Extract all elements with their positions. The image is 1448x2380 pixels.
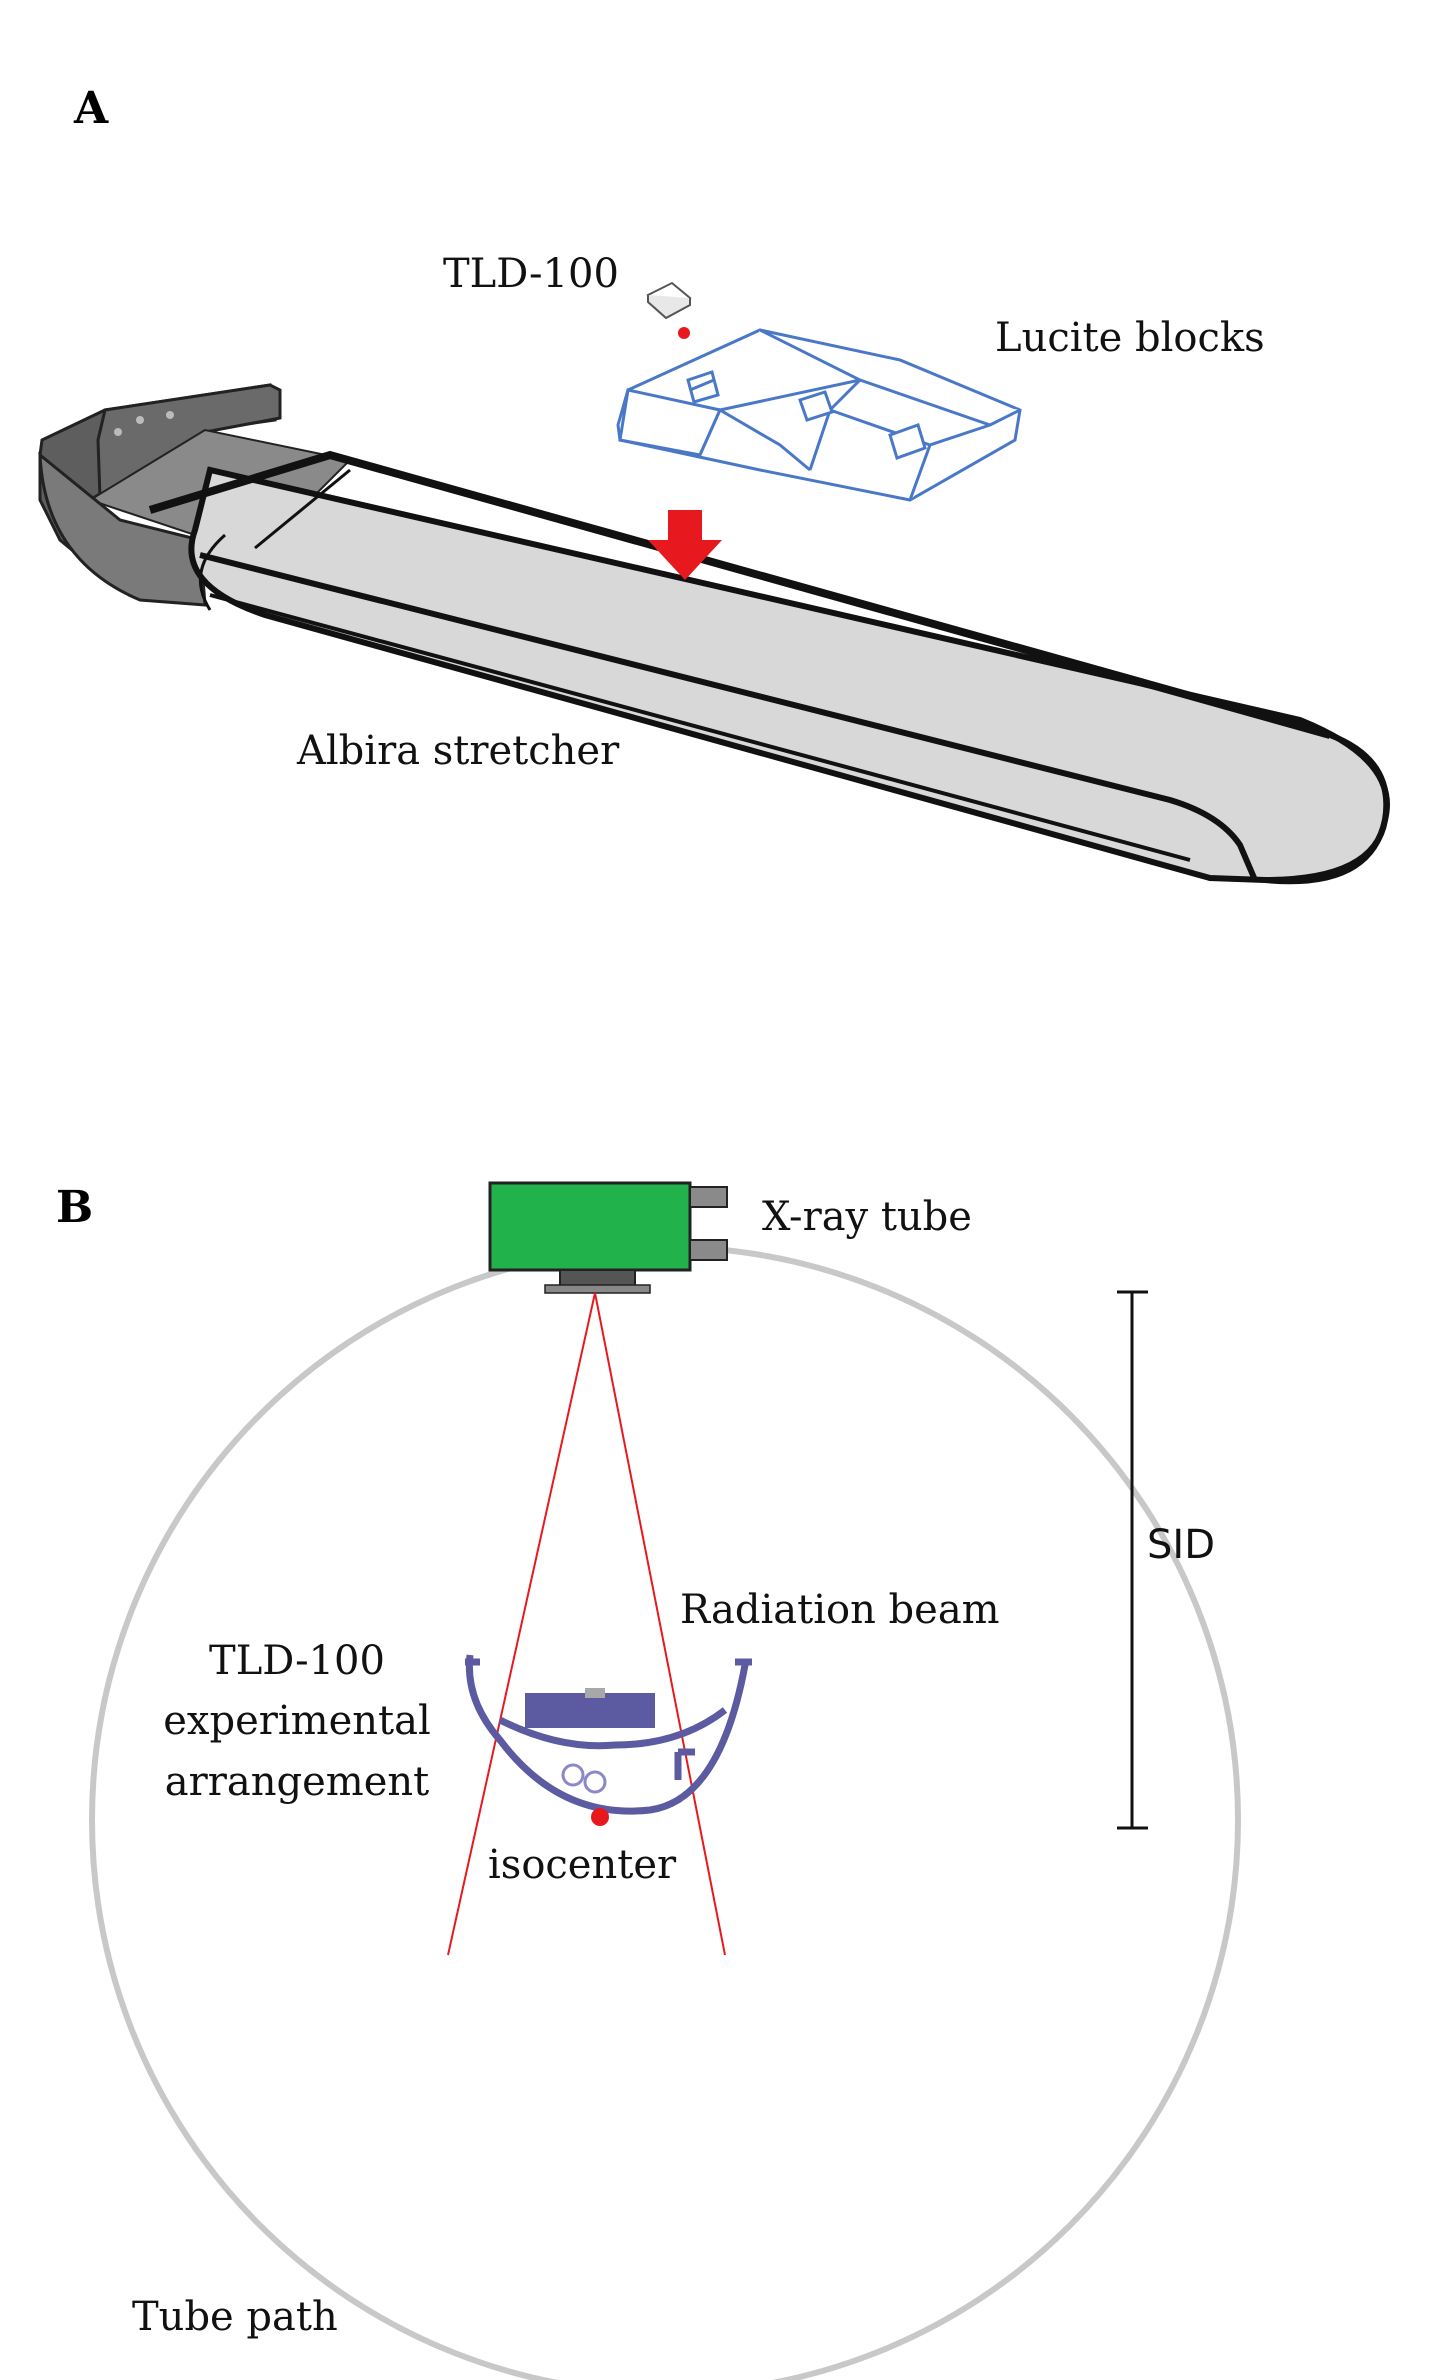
tld-chip-drawing <box>646 281 692 339</box>
stretcher-cross-section-icon <box>465 1654 752 1815</box>
panel-a-letter: A <box>73 83 109 134</box>
xray-tube-icon <box>488 1181 728 1294</box>
label-albira-stretcher: Albira stretcher <box>296 728 620 774</box>
phantom-hole-icon <box>583 1770 607 1794</box>
label-tld-arrangement-line2: experimental <box>163 1698 431 1744</box>
label-xray-tube: X-ray tube <box>762 1194 972 1240</box>
panel-a: A <box>38 83 1390 885</box>
phantom-hole-icon <box>561 1763 585 1787</box>
label-tld-100: TLD-100 <box>443 251 619 297</box>
panel-b-letter: B <box>56 1182 93 1233</box>
placement-arrow-icon <box>648 510 722 580</box>
lucite-blocks-drawing <box>616 328 1022 502</box>
label-lucite-blocks: Lucite blocks <box>995 315 1265 361</box>
label-tube-path: Tube path <box>132 2294 338 2340</box>
label-isocenter: isocenter <box>488 1842 677 1888</box>
lucite-block-cross-section <box>525 1693 655 1728</box>
albira-stretcher-drawing <box>38 383 1390 885</box>
radiation-beam <box>447 1292 726 1956</box>
sid-scale-bar <box>1117 1290 1148 1830</box>
isocenter-dot-icon <box>591 1808 609 1826</box>
label-radiation-beam: Radiation beam <box>680 1587 1000 1633</box>
label-tld-arrangement-line3: arrangement <box>165 1759 429 1805</box>
tld-dot-icon <box>678 327 690 339</box>
label-tld-arrangement-line1: TLD-100 <box>209 1638 385 1684</box>
tld-chip-cross-section <box>585 1688 605 1698</box>
tube-path-circle <box>89 1244 1241 2380</box>
label-sid: SID <box>1147 1522 1215 1568</box>
panel-b: B <box>56 1181 1241 2380</box>
